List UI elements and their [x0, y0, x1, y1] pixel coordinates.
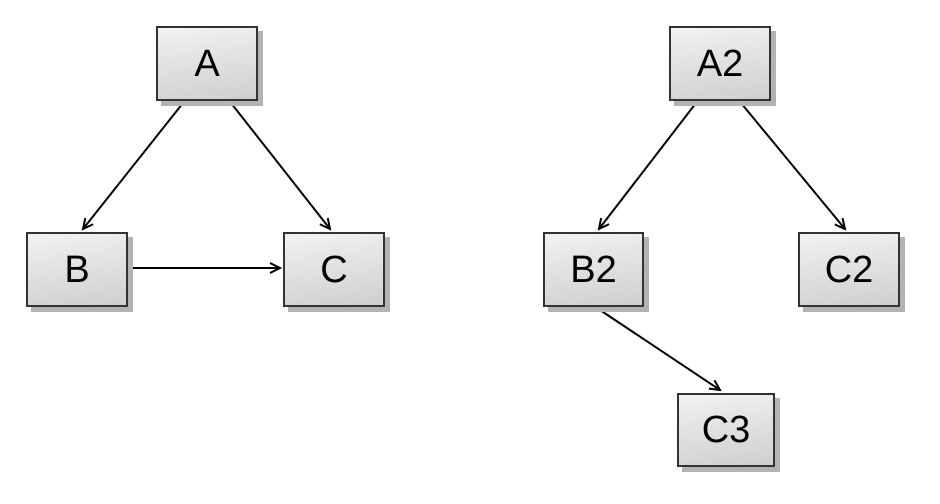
edge-a-to-b — [83, 102, 184, 229]
node-b: B — [26, 232, 128, 307]
edge-b2-to-c3 — [596, 307, 720, 390]
node-c3: C3 — [677, 393, 775, 467]
node-c2: C2 — [798, 232, 900, 307]
node-label: C — [320, 248, 348, 291]
node-label: B2 — [570, 248, 617, 291]
node-b2: B2 — [543, 232, 644, 307]
node-label: C3 — [701, 409, 751, 451]
node-a2: A2 — [669, 26, 771, 101]
edge-a-to-c — [230, 102, 330, 229]
edge-a2-to-b2 — [599, 102, 697, 229]
node-label: C2 — [824, 248, 874, 291]
node-a: A — [156, 26, 258, 101]
edges-group — [83, 102, 845, 390]
edge-a2-to-c2 — [740, 102, 845, 229]
node-label: A2 — [696, 42, 744, 85]
node-label: B — [64, 248, 90, 291]
node-c: C — [283, 232, 385, 307]
node-label: A — [194, 42, 220, 85]
